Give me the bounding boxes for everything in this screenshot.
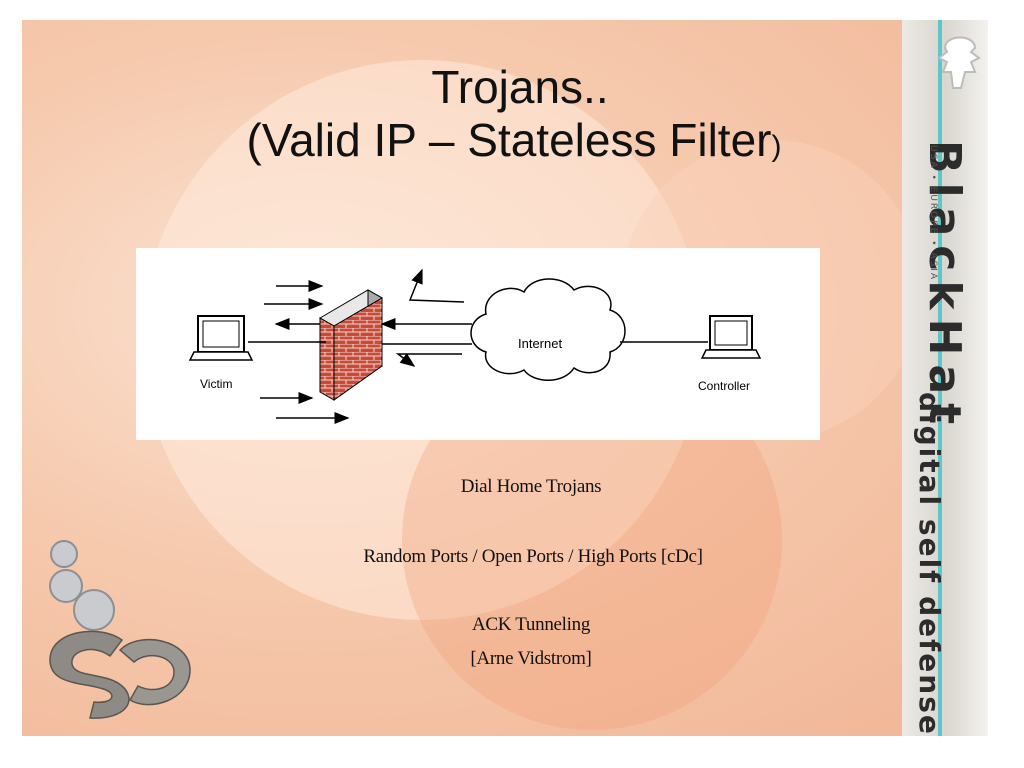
bullet-dial-home: Dial Home Trojans: [460, 476, 602, 497]
controller-computer-icon: [700, 315, 762, 359]
blackhat-brand-regions: USA • EUROPE • ASIA: [928, 145, 938, 282]
controller-label: Controller: [698, 379, 750, 393]
internet-label: Internet: [518, 336, 562, 351]
arrow-return-2: [395, 353, 462, 367]
network-diagram: Victim Internet Controller: [136, 248, 820, 440]
slide-title-text: (Valid IP – Stateless Filter: [246, 114, 772, 166]
victim-label: Victim: [200, 377, 232, 391]
decorative-logo-icon: [49, 540, 191, 719]
bullet-random-ports: Random Ports / Open Ports / High Ports […: [363, 546, 703, 567]
firewall-icon: [319, 289, 383, 401]
slide-title-line2: (Valid IP – Stateless Filter): [0, 113, 1024, 174]
slide-title-close-paren: ): [771, 130, 782, 163]
bullet-ack-tunneling: ACK Tunneling: [471, 614, 591, 635]
network-diagram-svg: Victim Internet Controller: [188, 268, 762, 424]
internet-cloud-icon: [470, 278, 626, 381]
arrow-deflect: [408, 268, 465, 303]
blackhat-brand-name: BlackHat: [919, 140, 970, 434]
ghost-figure-icon: [937, 36, 981, 89]
branding-sidebar: [902, 20, 988, 736]
sidebar-accent-bar: [938, 20, 942, 736]
blackhat-brand-tagline: digital self defense: [913, 392, 946, 736]
slide-title-line1: Trojans..: [431, 61, 609, 113]
victim-computer-icon: [188, 315, 254, 361]
bullet-arne-vidstrom: [Arne Vidstrom]: [470, 648, 592, 669]
